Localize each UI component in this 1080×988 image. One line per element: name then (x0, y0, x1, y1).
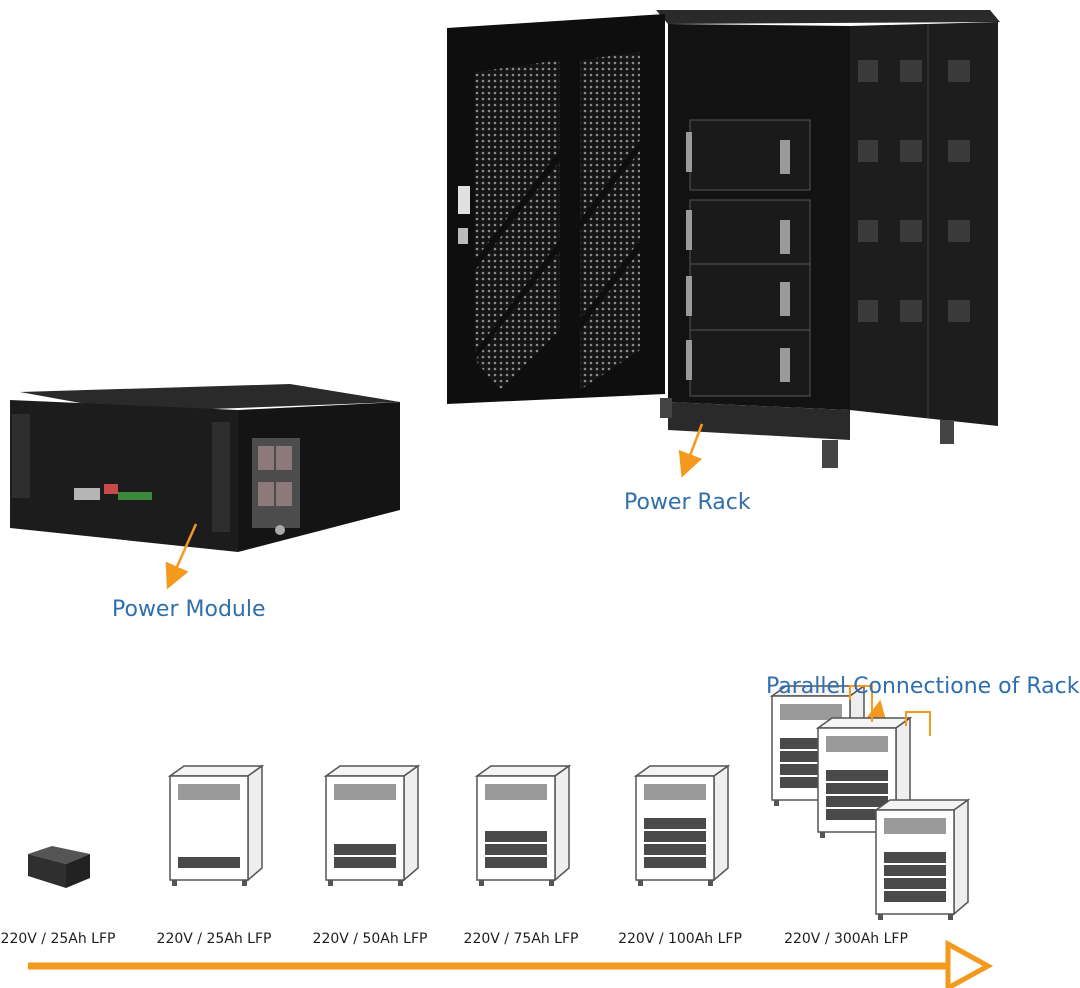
scale-caption: 220V / 25Ah LFP (0, 931, 116, 947)
rack-modules (686, 119, 811, 397)
arrow-pointer-icon (678, 423, 704, 478)
module-slot (826, 796, 888, 807)
mini-module-top (28, 846, 90, 864)
parallel-rack-icon-top (815, 717, 913, 729)
cabinet-foot (172, 880, 177, 886)
rack-icon-side (247, 764, 263, 882)
module-slot (780, 777, 842, 788)
module-slot (780, 738, 842, 749)
rack-icon-side (554, 764, 570, 882)
scale-caption: 220V / 75Ah LFP (463, 931, 579, 947)
mini-module-front (28, 854, 66, 888)
module-slot (644, 818, 706, 829)
parallel-rack-icon-side (953, 798, 969, 916)
cabinet-foot (242, 880, 247, 886)
arrow-pointer-icon (165, 523, 198, 590)
parallel-connection-label: Parallel Connectione of Racks (766, 674, 1080, 699)
rack-icon-panel (485, 784, 547, 800)
rack-icon-panel (334, 784, 396, 800)
module-slot (178, 857, 240, 868)
module-slot (644, 844, 706, 855)
module-slot (644, 857, 706, 868)
cabinet-foot (638, 880, 643, 886)
cabinet-foot (820, 832, 825, 838)
module-slot (644, 831, 706, 842)
scale-icons (28, 684, 971, 920)
connection-cable (849, 685, 873, 722)
module-slot (884, 865, 946, 876)
module-slot (884, 852, 946, 863)
rack-icon-side (403, 764, 419, 882)
cabinet-foot (774, 800, 779, 806)
module-slot (485, 844, 547, 855)
arrow-right-icon (28, 939, 994, 988)
rack-icon-top (633, 765, 731, 777)
module-slot (334, 857, 396, 868)
rack-icon-side (713, 764, 729, 882)
module-slot (485, 857, 547, 868)
module-slot (485, 831, 547, 842)
module-slot (884, 878, 946, 889)
power-module-image (10, 384, 400, 552)
scale-caption: 220V / 300Ah LFP (784, 931, 908, 947)
power-rack-label: Power Rack (624, 490, 751, 515)
scale-caption: 220V / 100Ah LFP (618, 931, 742, 947)
scale-caption: 220V / 25Ah LFP (156, 931, 272, 947)
cabinet-foot (549, 880, 554, 886)
module-slot (334, 844, 396, 855)
module-slot (780, 764, 842, 775)
power-rack-image (447, 10, 1000, 468)
rack-icon-top (167, 765, 265, 777)
module-slot (826, 809, 888, 820)
rack-icon-top (474, 765, 572, 777)
connection-cable (905, 711, 931, 736)
power-module-label: Power Module (112, 597, 266, 622)
module-slot (826, 770, 888, 781)
module-slot (780, 751, 842, 762)
module-slot (884, 891, 946, 902)
cabinet-foot (878, 914, 883, 920)
rack-icon-panel (178, 784, 240, 800)
rack-icon-top (323, 765, 421, 777)
module-slot (826, 783, 888, 794)
cabinet-foot (398, 880, 403, 886)
cabinet-foot (328, 880, 333, 886)
parallel-rack-icon-panel (826, 736, 888, 752)
mini-module-side (66, 854, 90, 888)
parallel-rack-icon-panel (884, 818, 946, 834)
scale-caption: 220V / 50Ah LFP (312, 931, 428, 947)
cabinet-foot (948, 914, 953, 920)
cabinet-foot (479, 880, 484, 886)
cabinet-foot (708, 880, 713, 886)
rack-icon-panel (644, 784, 706, 800)
parallel-rack-icon-top (873, 799, 971, 811)
parallel-rack-icon-panel (780, 704, 842, 720)
